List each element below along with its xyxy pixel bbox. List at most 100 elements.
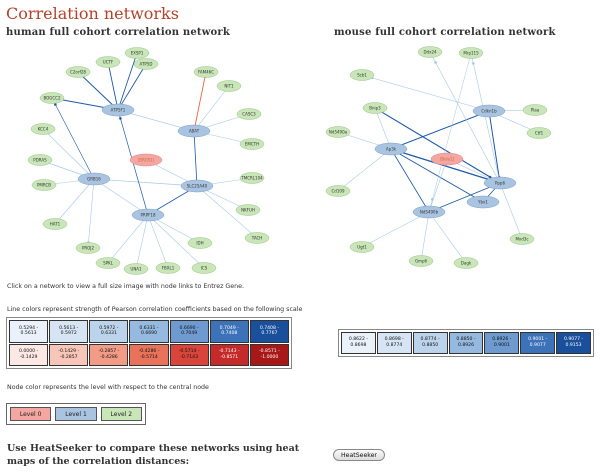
- level-2-chip: Level 2: [100, 407, 142, 421]
- human-node-label-14: GRB16: [87, 176, 101, 181]
- mouse-node-2: [349, 69, 375, 81]
- human-edge-21: [93, 178, 149, 216]
- human-scale-positive-cell-4: 0.6690 - 0.7049: [169, 320, 209, 343]
- human-edge-25: [147, 214, 169, 269]
- heatseeker-description: Use HeatSeeker to compare these networks…: [7, 443, 300, 467]
- human-edge-1: [107, 61, 119, 111]
- human-node-9: [236, 108, 262, 120]
- mouse-node-3: [362, 102, 388, 114]
- mouse-node-7: [526, 127, 552, 139]
- mouse-scale-cell-1: 0.8698 - 0.8774: [376, 332, 412, 354]
- human-scale-negative-cell-5: -0.7143 - -0.8571: [209, 343, 249, 366]
- human-node-21: [244, 232, 270, 244]
- human-node-3: [65, 66, 91, 78]
- mouse-edge-17: [428, 158, 448, 213]
- human-node-27: [95, 257, 121, 269]
- mouse-scale-cell-3: 0.8850 - 0.8926: [448, 332, 484, 354]
- mouse-node-6: [325, 126, 351, 138]
- human-node-17: [31, 179, 57, 191]
- human-edge-3: [77, 71, 119, 111]
- human-scale-negative-cell-3: -0.4286 - -0.5714: [129, 343, 169, 366]
- level-legend: Level 0 Level 1 Level 2: [6, 403, 146, 425]
- mouse-edge-end-22: [431, 197, 434, 201]
- human-node-6: [216, 80, 242, 92]
- mouse-node-13: [412, 205, 446, 219]
- mouse-node-label-11: Cd109: [332, 188, 345, 193]
- human-edge-2: [117, 63, 147, 111]
- human-node-label-22: PROJ2: [82, 245, 95, 250]
- mouse-edge-0: [374, 107, 392, 150]
- mouse-node-4: [522, 104, 548, 116]
- mouse-edge-2: [337, 148, 392, 192]
- human-node-label-23: IDH: [196, 240, 203, 245]
- mouse-edge-20: [428, 211, 467, 264]
- human-node-23: [187, 237, 213, 249]
- human-node-14: [77, 172, 111, 186]
- mouse-node-label-5: Cdkn1b: [481, 108, 497, 113]
- human-node-11: [239, 138, 265, 150]
- human-edge-10: [193, 130, 198, 187]
- mouse-edge-21: [428, 182, 501, 213]
- human-node-10: [30, 123, 56, 135]
- mouse-node-9: [430, 152, 464, 166]
- mouse-node-label-13: Nd5490b: [420, 209, 439, 214]
- click-network-caption: Click on a network to view a full size i…: [7, 283, 245, 290]
- mouse-node-16: [408, 255, 434, 267]
- mouse-edge-end-12: [434, 61, 437, 64]
- mouse-node-14: [509, 233, 535, 245]
- mouse-node-11: [325, 185, 351, 197]
- mouse-node-1: [458, 47, 484, 59]
- human-node-18: [235, 204, 261, 216]
- human-edge-26: [147, 214, 205, 269]
- human-node-1: [95, 56, 121, 68]
- mouse-node-label-6: Nd5490a: [329, 129, 348, 134]
- human-edge-end-28: [119, 117, 122, 120]
- human-node-label-3: C2orf28: [70, 69, 86, 74]
- human-node-label-27: SPKL: [103, 260, 114, 265]
- human-node-label-12: [BRCR1]: [138, 157, 155, 162]
- human-edge-end-29: [54, 103, 57, 106]
- human-node-label-26: ICS: [201, 265, 208, 270]
- mouse-node-5: [472, 104, 506, 118]
- human-node-label-1: UCTF: [103, 59, 114, 64]
- human-node-label-20: PRPF18: [141, 212, 156, 217]
- human-node-24: [123, 263, 149, 275]
- human-node-4: [193, 66, 219, 78]
- human-node-0: [124, 47, 150, 59]
- mouse-node-label-4: Plaa: [531, 107, 540, 112]
- human-node-7: [39, 92, 65, 104]
- human-scale-negative-cell-2: -0.2857 - -0.4286: [89, 343, 129, 366]
- human-edge-27: [107, 214, 149, 264]
- mouse-node-label-8: Ap3k: [386, 146, 397, 151]
- mouse-edge-3: [390, 148, 501, 184]
- mouse-edge-end-13: [472, 62, 475, 65]
- human-node-label-19: HAT1: [50, 221, 61, 226]
- mouse-node-label-1: Mrp115: [463, 50, 479, 55]
- mouse-scale-cell-4: 0.8926 - 0.9001: [484, 332, 520, 354]
- level-0-chip: Level 0: [10, 407, 52, 421]
- human-scale-negative-cell-4: -0.5714 - -0.7143: [169, 343, 209, 366]
- human-node-26: [191, 262, 217, 274]
- mouse-node-label-17: Dagk: [461, 260, 472, 265]
- human-edge-16: [42, 128, 95, 180]
- mouse-edge-end-6: [488, 175, 492, 179]
- human-scale-positive-cell-1: 0.5613 - 0.5972: [49, 320, 89, 343]
- heatseeker-button[interactable]: HeatSeeker: [333, 449, 385, 461]
- human-network-heading: human full cohort correlation network: [6, 27, 230, 38]
- human-node-16: [239, 172, 265, 184]
- human-node-label-18: NKFUH: [241, 207, 255, 212]
- human-edge-6: [193, 85, 230, 132]
- human-node-label-24: UNA1: [130, 266, 142, 271]
- mouse-edge-5: [390, 148, 430, 213]
- mouse-node-label-16: Gmp6: [415, 258, 428, 263]
- human-edge-20: [87, 178, 95, 249]
- line-color-caption: Line colors represent strength of Pearso…: [7, 306, 303, 313]
- mouse-node-15: [349, 241, 375, 253]
- mouse-scale-cell-6: 0.9077 - 0.9153: [556, 332, 591, 354]
